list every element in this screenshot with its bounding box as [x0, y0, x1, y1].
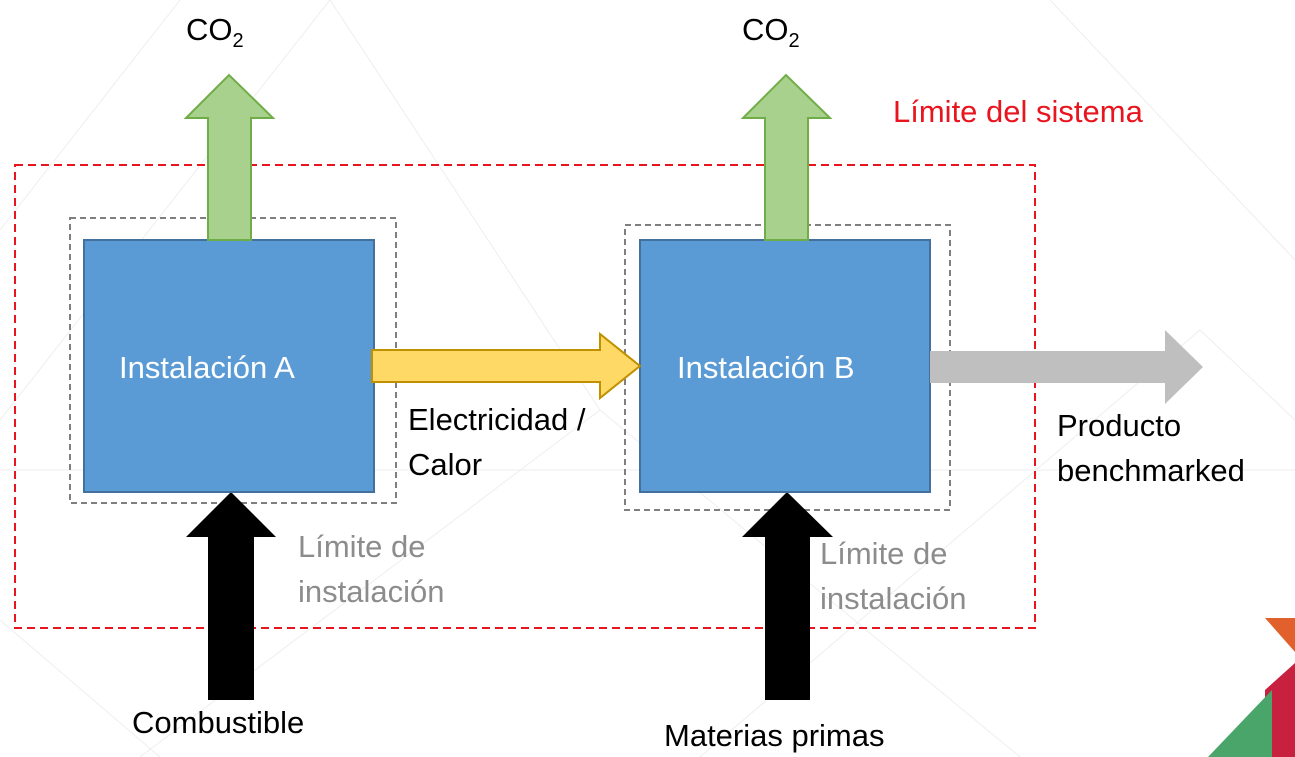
installation-a-box	[83, 239, 375, 493]
installation-boundary-a-line2: instalación	[298, 574, 445, 609]
installation-boundary-b-label: Límite de instalación	[820, 531, 1020, 621]
co2-label-b-main: CO	[742, 12, 789, 47]
system-boundary-label: Límite del sistema	[893, 94, 1143, 129]
logo-graphic	[1208, 618, 1295, 757]
system-boundary	[14, 164, 1036, 629]
product-label-line2: benchmarked	[1057, 453, 1245, 488]
installation-boundary-a-label: Límite de instalación	[298, 524, 518, 614]
product-label: Producto benchmarked	[1057, 403, 1295, 493]
co2-arrow-a	[183, 73, 276, 241]
energy-transfer-arrow	[371, 331, 642, 401]
fuel-label: Combustible	[132, 705, 305, 740]
installation-a-label: Instalación A	[119, 350, 295, 385]
fuel-input-arrow	[186, 492, 276, 700]
co2-label-a-main: CO	[186, 12, 233, 47]
energy-flow-label-line2: Calor	[408, 447, 483, 482]
co2-label-a-sub: 2	[232, 30, 244, 53]
co2-label-b: CO2	[742, 12, 800, 53]
installation-boundary-b-line2: instalación	[820, 581, 967, 616]
energy-flow-label: Electricidad / Calor	[408, 397, 648, 487]
installation-b-label: Instalación B	[677, 350, 855, 385]
raw-materials-label: Materias primas	[664, 718, 885, 753]
co2-label-a: CO2	[186, 12, 244, 53]
raw-materials-input-arrow	[742, 492, 833, 700]
product-output-arrow	[930, 330, 1203, 404]
installation-boundary-b-line1: Límite de	[820, 536, 948, 571]
co2-label-b-sub: 2	[788, 30, 800, 53]
energy-flow-label-line1: Electricidad /	[408, 402, 586, 437]
product-label-line1: Producto	[1057, 408, 1182, 443]
co2-arrow-b	[740, 73, 833, 241]
installation-boundary-a-line1: Límite de	[298, 529, 426, 564]
